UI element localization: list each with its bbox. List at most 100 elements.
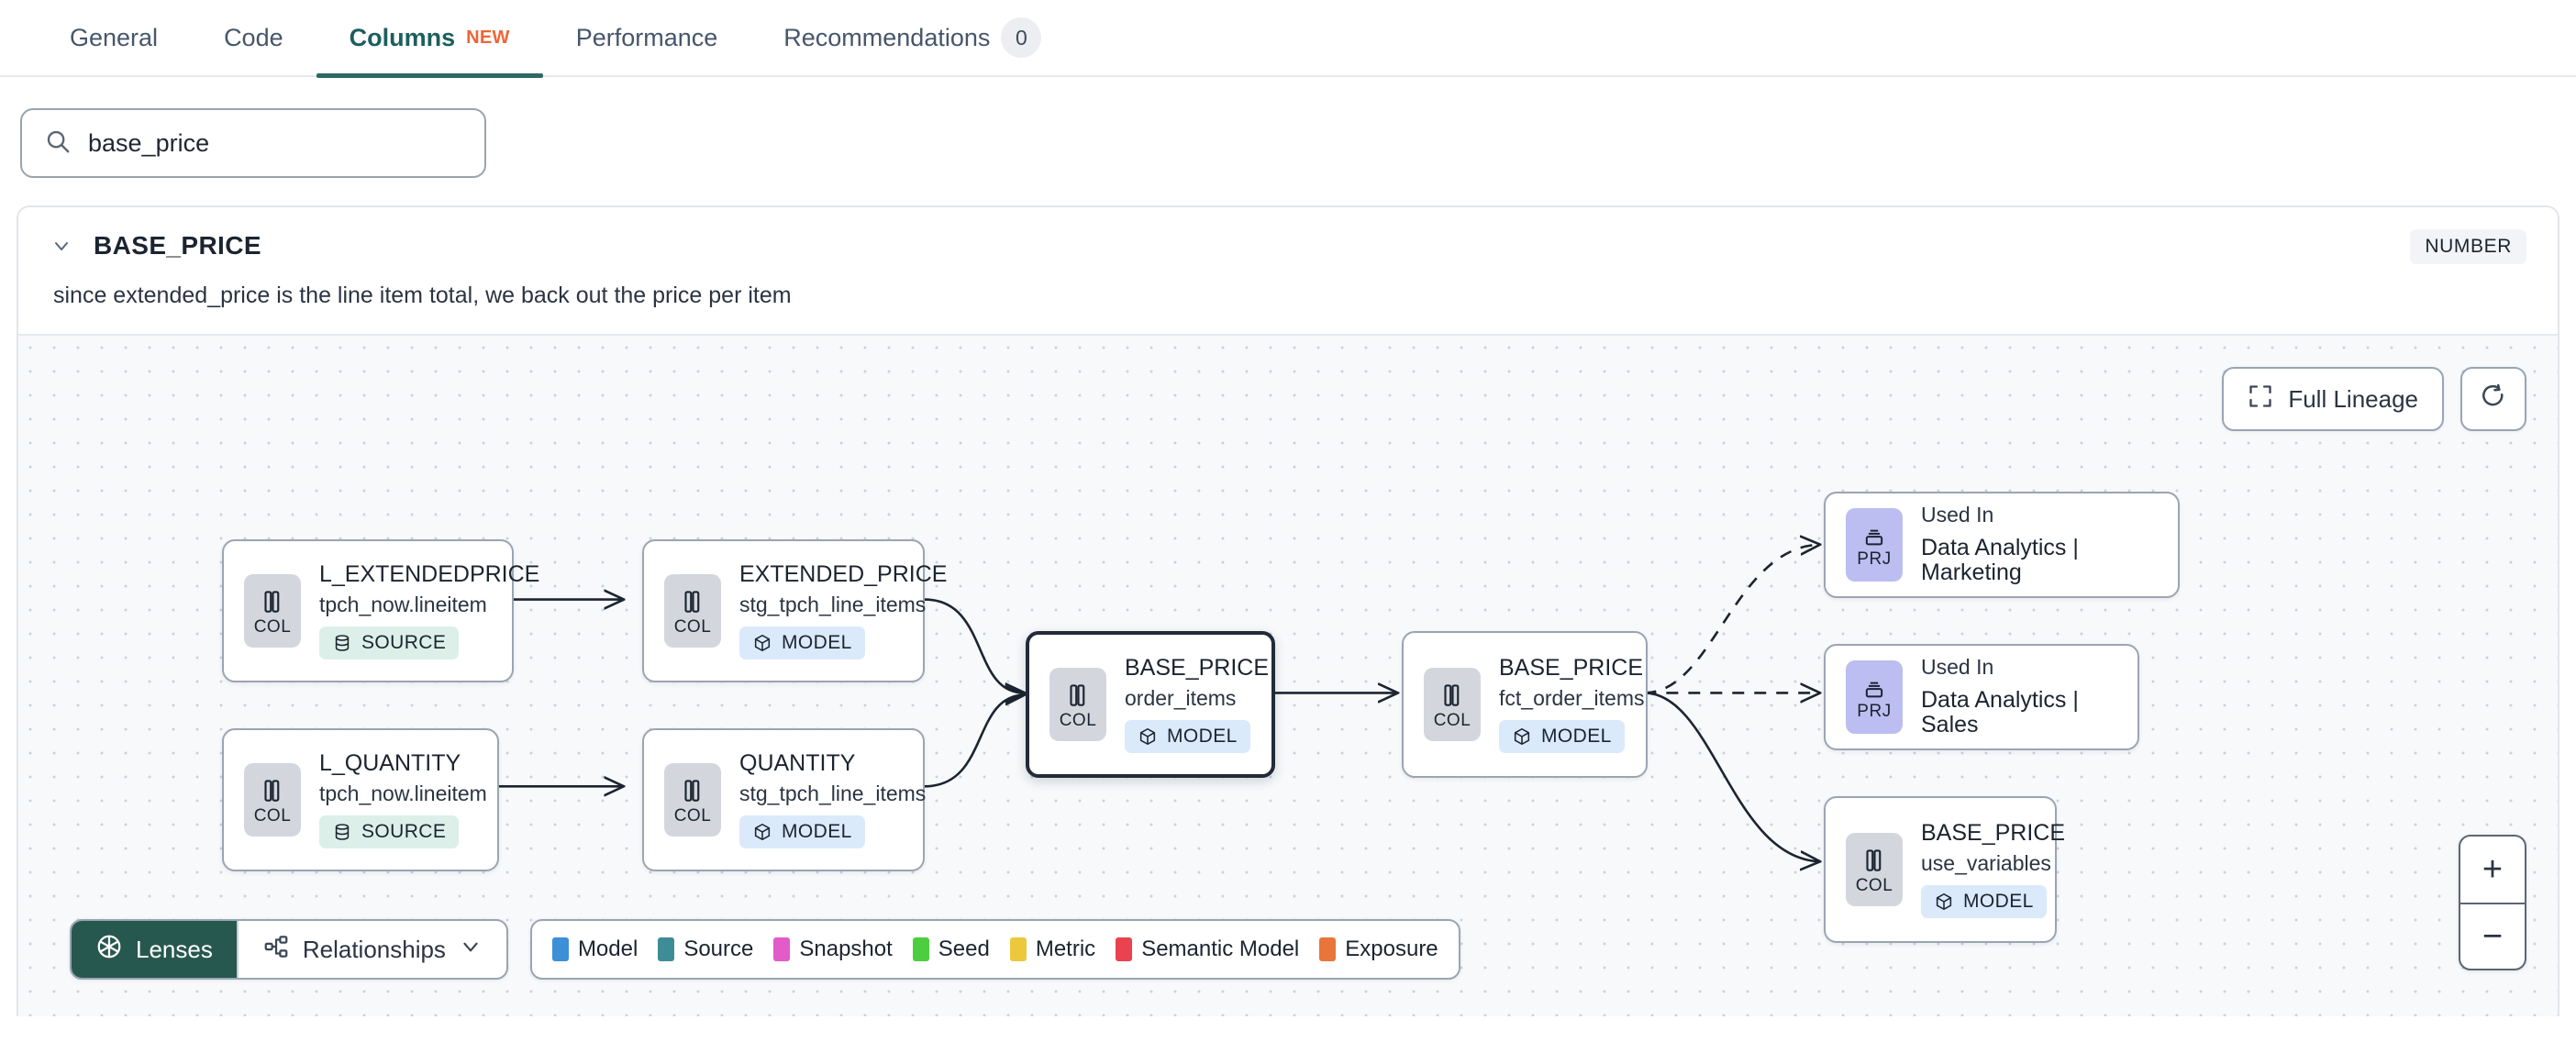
lineage-edges <box>485 336 2558 1016</box>
zoom-controls: + − <box>2459 835 2526 970</box>
column-icon: COL <box>664 763 721 837</box>
column-icon-label: COL <box>673 805 712 826</box>
legend-item-model: Model <box>551 937 638 962</box>
column-description: since extended_price is the line item to… <box>53 283 792 308</box>
legend-swatch-semantic-model <box>1116 937 1133 961</box>
node-title: EXTENDED_PRICE <box>739 560 948 587</box>
tab-general[interactable]: General <box>37 0 191 76</box>
legend-swatch-source <box>658 937 675 961</box>
node-materialization-label: MODEL <box>782 632 852 654</box>
tab-columns-label: Columns <box>349 23 456 51</box>
node-title: QUANTITY <box>739 749 856 776</box>
recommendations-count-badge: 0 <box>1001 17 1042 58</box>
lineage-legend: Model Source Snapshot Seed Metric <box>529 919 1460 980</box>
legend-label-metric: Metric <box>1035 937 1096 961</box>
hierarchy-icon <box>262 933 290 967</box>
aperture-icon <box>95 933 123 967</box>
column-icon-label: COL <box>1855 875 1893 895</box>
legend-swatch-snapshot <box>773 937 791 961</box>
node-subtitle: use_variables <box>1921 851 2051 876</box>
node-materialization-badge: SOURCE <box>319 815 460 849</box>
lineage-node-project-sales[interactable]: PRJ Used In Data Analytics | Sales <box>1824 644 2139 750</box>
column-icon: COL <box>1424 668 1481 741</box>
node-materialization-badge: MODEL <box>1499 720 1625 754</box>
node-subtitle: stg_tpch_line_items <box>739 781 927 806</box>
search-area <box>0 77 2576 205</box>
legend-swatch-exposure <box>1319 937 1337 961</box>
lineage-node-base-price-order-items[interactable]: COL BASE_PRICE order_items MODEL <box>1026 631 1275 778</box>
lineage-node-base-price-use-variables[interactable]: COL BASE_PRICE use_variables MODEL <box>1824 796 2065 943</box>
column-icon: COL <box>664 574 721 648</box>
full-lineage-button[interactable]: Full Lineage <box>2222 367 2444 431</box>
column-icon-label: COL <box>673 616 712 637</box>
node-materialization-badge: MODEL <box>1921 885 2047 919</box>
tab-code-label: Code <box>224 23 283 51</box>
legend-swatch-model <box>551 937 569 961</box>
node-title: BASE_PRICE <box>1499 654 1644 681</box>
node-project-name: Data Analytics | Sales <box>1921 686 2079 738</box>
column-icon: COL <box>244 574 301 648</box>
column-title-row: BASE_PRICE <box>50 231 2526 260</box>
node-body: BASE_PRICE order_items MODEL <box>1125 655 1269 754</box>
legend-item-seed: Seed <box>912 937 990 962</box>
page-title: BASE_PRICE <box>94 231 261 260</box>
lineage-canvas[interactable]: COL L_EXTENDEDPRICE tpch_now.lineitem SO… <box>18 334 2558 1016</box>
tab-performance-label: Performance <box>575 23 718 51</box>
node-subtitle: tpch_now.lineitem <box>319 781 487 806</box>
node-materialization-badge: MODEL <box>1125 720 1250 754</box>
zoom-out-button[interactable]: − <box>2460 903 2525 969</box>
zoom-in-button[interactable]: + <box>2482 849 2504 889</box>
node-subtitle: fct_order_items <box>1499 686 1645 711</box>
lineage-node-base-price-fct-order-items[interactable]: COL BASE_PRICE fct_order_items MODEL <box>1402 631 1648 778</box>
lenses-button[interactable]: Lenses <box>72 921 237 978</box>
node-body: EXTENDED_PRICE stg_tpch_line_items MODEL <box>739 560 948 660</box>
column-icon-label: COL <box>253 805 292 826</box>
legend-item-source: Source <box>658 937 753 962</box>
project-icon-label: PRJ <box>1857 549 1892 569</box>
node-materialization-label: MODEL <box>1541 726 1612 748</box>
tab-columns-new-badge: NEW <box>466 27 510 48</box>
legend-label-source: Source <box>683 937 754 961</box>
relationships-button[interactable]: Relationships <box>236 921 506 978</box>
full-lineage-label: Full Lineage <box>2288 384 2418 413</box>
node-subtitle: order_items <box>1125 686 1237 711</box>
lineage-node-l-extendedprice[interactable]: COL L_EXTENDEDPRICE tpch_now.lineitem SO… <box>222 539 539 682</box>
tab-columns[interactable]: Columns NEW <box>316 0 543 78</box>
chevron-down-icon[interactable] <box>50 234 73 258</box>
node-materialization-label: MODEL <box>1167 726 1238 748</box>
node-body: BASE_PRICE fct_order_items MODEL <box>1499 654 1645 754</box>
lineage-node-quantity[interactable]: COL QUANTITY stg_tpch_line_items MODEL <box>642 728 927 871</box>
lineage-node-extended-price[interactable]: COL EXTENDED_PRICE stg_tpch_line_items M… <box>642 539 947 682</box>
node-body: BASE_PRICE use_variables MODEL <box>1921 820 2065 919</box>
node-used-in-label: Used In <box>1921 503 1994 527</box>
legend-item-metric: Metric <box>1009 937 1096 962</box>
tab-performance[interactable]: Performance <box>543 0 751 76</box>
search-input[interactable] <box>88 128 462 158</box>
refresh-button[interactable] <box>2460 367 2526 431</box>
node-materialization-badge: SOURCE <box>319 626 460 660</box>
column-icon-label: COL <box>1059 710 1097 730</box>
lineage-bottom-bar: Lenses Relationships <box>70 919 1460 980</box>
legend-swatch-metric <box>1009 937 1027 961</box>
expand-icon <box>2248 383 2273 416</box>
node-materialization-badge: MODEL <box>739 815 865 849</box>
legend-label-snapshot: Snapshot <box>799 937 893 961</box>
legend-label-semantic-model: Semantic Model <box>1141 937 1300 961</box>
project-icon: PRJ <box>1846 660 1903 734</box>
node-body: Used In Data Analytics | Marketing <box>1921 504 2158 585</box>
lineage-node-project-marketing[interactable]: PRJ Used In Data Analytics | Marketing <box>1824 492 2180 598</box>
legend-swatch-seed <box>912 937 929 961</box>
node-subtitle: stg_tpch_line_items <box>739 593 927 617</box>
node-materialization-label: SOURCE <box>361 821 447 843</box>
column-header: BASE_PRICE NUMBER since extended_price i… <box>18 207 2558 309</box>
node-materialization-badge: MODEL <box>739 626 865 660</box>
tab-recommendations[interactable]: Recommendations 0 <box>750 0 1074 76</box>
search-box[interactable] <box>20 108 486 178</box>
node-body: QUANTITY stg_tpch_line_items MODEL <box>739 749 927 849</box>
lenses-label: Lenses <box>136 935 213 963</box>
legend-item-semantic-model: Semantic Model <box>1116 937 1299 962</box>
tab-code[interactable]: Code <box>191 0 316 76</box>
lineage-node-l-quantity[interactable]: COL L_QUANTITY tpch_now.lineitem SOURCE <box>222 728 499 871</box>
column-icon: COL <box>1049 668 1106 741</box>
node-body: Used In Data Analytics | Sales <box>1921 656 2117 737</box>
